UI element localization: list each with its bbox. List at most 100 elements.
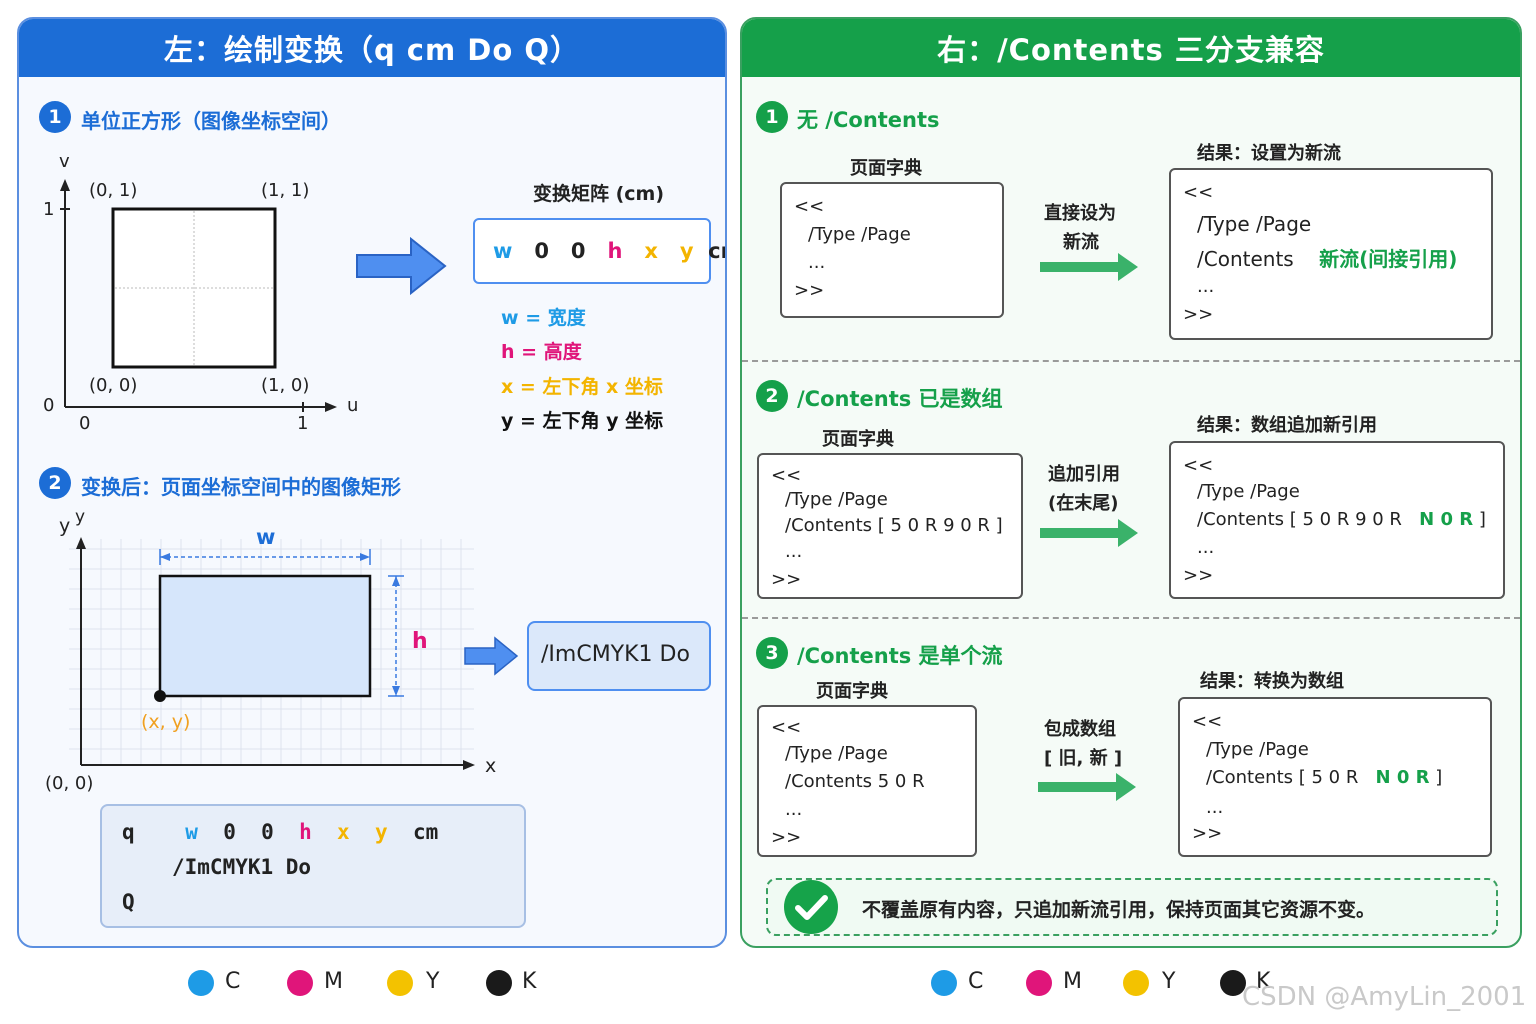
axis-label-y: y bbox=[59, 515, 71, 537]
code-q: q bbox=[122, 820, 135, 844]
corner-label-1-0: (1, 0) bbox=[261, 375, 310, 396]
code-line-do: /ImCMYK1 Do bbox=[172, 855, 312, 879]
branch3-result-open: << bbox=[1192, 711, 1223, 732]
def-w-key: w bbox=[501, 307, 519, 329]
def-w-desc: 宽度 bbox=[547, 307, 586, 329]
blue-arrow-small-icon bbox=[464, 636, 519, 676]
branch2-result-title: 结果：数组追加新引用 bbox=[1197, 415, 1377, 436]
axis-label-y-top: y bbox=[75, 507, 86, 527]
def-x-eq: = bbox=[519, 376, 536, 398]
code-cm: cm bbox=[412, 820, 439, 844]
origin-point-dot bbox=[154, 690, 166, 702]
branch1-result-ellipsis: ... bbox=[1197, 276, 1215, 297]
branch3-result-title: 结果：转换为数组 bbox=[1200, 671, 1344, 692]
branch-number-1: 1 bbox=[756, 101, 788, 133]
matrix-zero-1: 0 bbox=[534, 239, 549, 263]
left-panel: 左：绘制变换（q cm Do Q） 1 单位正方形（图像坐标空间） v u 1 … bbox=[17, 17, 727, 948]
y-axis-arrowhead bbox=[76, 537, 86, 549]
branch3-dict-type: /Type /Page bbox=[785, 743, 888, 764]
branch1-dict-box: << /Type /Page ... >> bbox=[780, 182, 1004, 318]
axis-label-u: u bbox=[347, 395, 359, 416]
legend-right-y-label: Y bbox=[1162, 969, 1176, 994]
branch3-dict-close: >> bbox=[771, 827, 802, 848]
branch1-result-box: << /Type /Page /Contents 新流(间接引用) ... >> bbox=[1169, 168, 1493, 340]
origin-label: (0, 0) bbox=[45, 773, 94, 794]
section-title-unit-square: 单位正方形（图像坐标空间） bbox=[81, 109, 341, 133]
code-y: y bbox=[375, 820, 388, 844]
branch3-result-ellipsis: ... bbox=[1206, 797, 1224, 818]
matrix-h: h bbox=[607, 239, 623, 263]
def-h: h = 高度 bbox=[501, 337, 582, 364]
corner-label-1-1: (1, 1) bbox=[261, 180, 310, 201]
branch1-green-arrow-icon bbox=[1040, 253, 1138, 281]
branch2-result-bracket: ] bbox=[1478, 509, 1486, 530]
branch2-result-type: /Type /Page bbox=[1197, 481, 1300, 502]
branch1-result-contents: /Contents 新流(间接引用) bbox=[1197, 243, 1457, 272]
divider-1 bbox=[742, 360, 1520, 362]
legend-right-m-label: M bbox=[1063, 969, 1082, 994]
matrix-row: w 0 0 h x y cm bbox=[493, 239, 725, 263]
branch-number-2: 2 bbox=[756, 380, 788, 412]
branch2-result-close: >> bbox=[1183, 565, 1214, 586]
left-panel-title: 左：绘制变换（q cm Do Q） bbox=[19, 19, 725, 77]
branch2-dict-type: /Type /Page bbox=[785, 489, 888, 510]
legend-left-y-dot bbox=[387, 970, 413, 996]
branch3-result-contents-key: /Contents [ 5 0 R bbox=[1206, 767, 1359, 788]
branch2-green-arrow-icon bbox=[1040, 519, 1138, 547]
w-label: w bbox=[256, 525, 276, 549]
branch2-dict-title: 页面字典 bbox=[822, 429, 894, 450]
code-zero-2: 0 bbox=[261, 820, 274, 844]
branch3-dict-title: 页面字典 bbox=[816, 681, 888, 702]
branch-title-single-stream: /Contents 是单个流 bbox=[797, 644, 1003, 668]
legend-right-c-dot bbox=[931, 970, 957, 996]
branch1-arrow-label-2: 新流 bbox=[1063, 232, 1099, 253]
tick-label-u0: 0 bbox=[79, 413, 91, 434]
legend-right-k-label: K bbox=[1256, 969, 1271, 994]
branch1-dict-open: << bbox=[794, 196, 825, 217]
branch2-dict-close: >> bbox=[771, 569, 802, 590]
watermark: CSDN @AmyLin_2001 bbox=[1242, 982, 1527, 1012]
legend-left-c-label: C bbox=[225, 969, 241, 994]
x-axis-arrowhead bbox=[463, 760, 475, 770]
branch3-dict-ellipsis: ... bbox=[785, 799, 803, 820]
blue-arrow-icon bbox=[356, 236, 447, 296]
legend-left-y-label: Y bbox=[426, 969, 440, 994]
branch3-result-close: >> bbox=[1192, 823, 1223, 844]
branch3-dict-contents: /Contents 5 0 R bbox=[785, 771, 925, 792]
def-h-desc: 高度 bbox=[543, 341, 582, 363]
tick-label-v0: 0 bbox=[43, 395, 55, 416]
def-y-eq: = bbox=[520, 410, 536, 432]
code-h: h bbox=[299, 820, 312, 844]
do-operator-box: /ImCMYK1 Do bbox=[527, 621, 711, 691]
legend-right-m-dot bbox=[1026, 970, 1052, 996]
def-y: y = 左下角 y 坐标 bbox=[501, 406, 663, 433]
branch3-result-bracket: ] bbox=[1435, 767, 1443, 788]
branch3-dict-box: << /Type /Page /Contents 5 0 R ... >> bbox=[757, 705, 977, 857]
branch2-result-ellipsis: ... bbox=[1197, 537, 1215, 558]
branch3-result-new-ref: N 0 R bbox=[1375, 767, 1430, 788]
branch3-result-contents: /Contents [ 5 0 R N 0 R ] bbox=[1206, 767, 1442, 788]
code-x: x bbox=[337, 820, 350, 844]
def-x-key: x bbox=[501, 376, 514, 398]
right-panel-title: 右：/Contents 三分支兼容 bbox=[742, 19, 1520, 77]
branch1-result-open: << bbox=[1183, 182, 1214, 203]
code-line-Q: Q bbox=[122, 890, 135, 914]
matrix-op: cm bbox=[708, 239, 725, 263]
branch3-result-box: << /Type /Page /Contents [ 5 0 R N 0 R ]… bbox=[1178, 697, 1492, 857]
def-w: w = 宽度 bbox=[501, 303, 586, 330]
matrix-zero-2: 0 bbox=[570, 239, 586, 263]
branch2-dict-ellipsis: ... bbox=[785, 541, 803, 562]
def-h-key: h bbox=[501, 341, 515, 363]
divider-2 bbox=[742, 617, 1520, 619]
def-x-desc: 左下角 x 坐标 bbox=[542, 376, 663, 398]
w-arrowhead-right bbox=[360, 553, 370, 561]
branch1-dict-title: 页面字典 bbox=[850, 158, 922, 179]
def-y-key: y bbox=[501, 410, 514, 432]
matrix-x: x bbox=[644, 239, 658, 263]
branch2-dict-box: << /Type /Page /Contents [ 5 0 R 9 0 R ]… bbox=[757, 453, 1023, 599]
image-rect bbox=[158, 574, 372, 698]
branch1-dict-close: >> bbox=[794, 280, 825, 301]
matrix-title: 变换矩阵 (cm) bbox=[533, 183, 665, 205]
branch2-dict-contents: /Contents [ 5 0 R 9 0 R ] bbox=[785, 515, 1003, 536]
branch3-arrow-label-1: 包成数组 bbox=[1044, 719, 1116, 740]
